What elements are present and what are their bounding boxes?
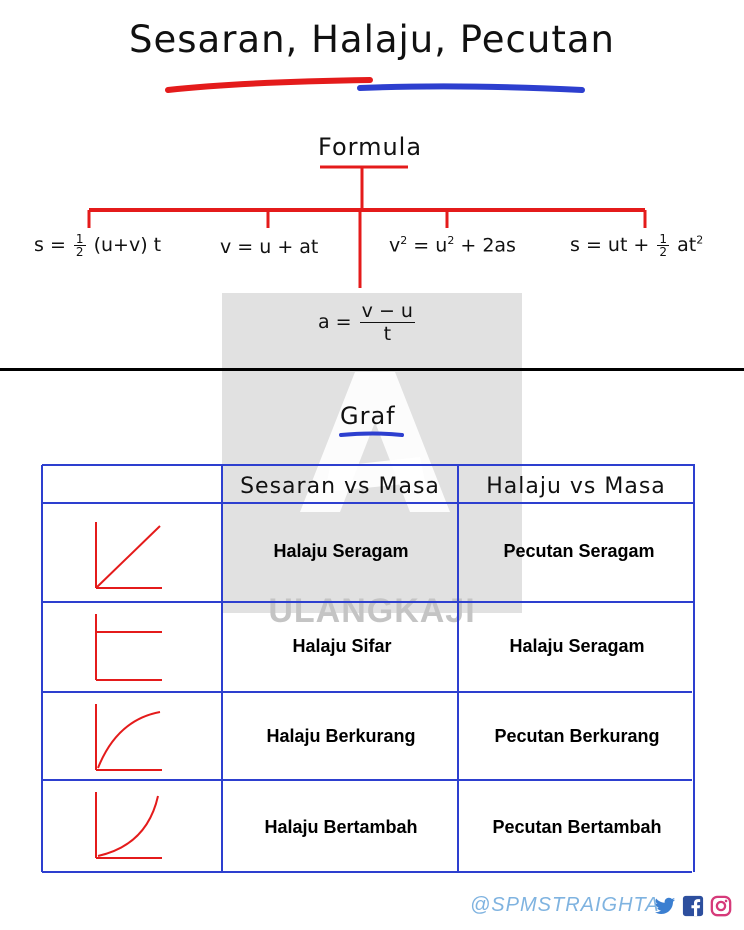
formula-v-squared: v2 = u2 + 2as bbox=[389, 234, 516, 257]
formula-v: v = u + at bbox=[220, 236, 319, 258]
cell-sesaran-row1: Halaju Seragam bbox=[273, 541, 409, 561]
watermark-panel bbox=[222, 293, 522, 613]
cell-halaju-row4: Pecutan Bertambah bbox=[492, 817, 662, 837]
header-halaju: Halaju vs Masa bbox=[486, 474, 666, 499]
cell-sesaran-row2: Halaju Sifar bbox=[292, 636, 392, 656]
title-underline bbox=[165, 77, 585, 93]
header-sesaran: Sesaran vs Masa bbox=[240, 474, 440, 499]
social-handle[interactable]: @SPMSTRAIGHTA bbox=[470, 894, 660, 916]
instagram-icon[interactable] bbox=[710, 895, 732, 917]
formula-label: Formula bbox=[318, 133, 423, 161]
page-title: Sesaran, Halaju, Pecutan bbox=[129, 18, 615, 61]
cell-halaju-row2: Halaju Seragam bbox=[509, 636, 645, 656]
graph-concave-up bbox=[95, 792, 162, 859]
cell-halaju-row3: Pecutan Berkurang bbox=[494, 726, 660, 746]
facebook-icon[interactable] bbox=[682, 895, 704, 917]
formula-tree bbox=[87, 165, 647, 288]
watermark-text: ULANGKAJI bbox=[268, 592, 476, 630]
graph-horizontal bbox=[95, 614, 162, 681]
twitter-icon[interactable] bbox=[654, 895, 676, 917]
watermark-logo bbox=[300, 372, 450, 512]
graf-label: Graf bbox=[340, 402, 396, 430]
graph-linear-increasing bbox=[95, 522, 162, 589]
graf-underline bbox=[339, 431, 404, 437]
cell-halaju-row1: Pecutan Seragam bbox=[503, 541, 655, 561]
graph-concave-down bbox=[95, 704, 162, 771]
cell-sesaran-row4: Halaju Bertambah bbox=[264, 817, 418, 837]
cell-sesaran-row3: Halaju Berkurang bbox=[266, 726, 416, 746]
section-divider bbox=[0, 368, 744, 371]
